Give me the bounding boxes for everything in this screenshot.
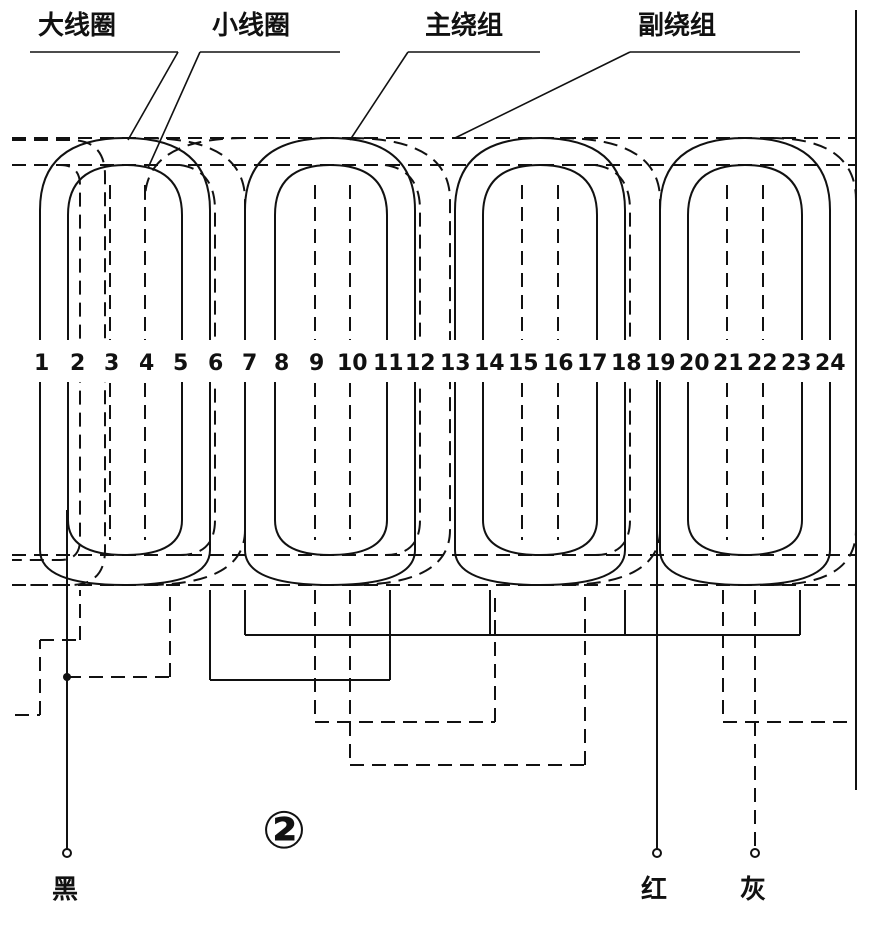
- slot-number: 6: [208, 351, 223, 376]
- slot-number: 20: [679, 351, 710, 376]
- slot-number: 1: [34, 351, 49, 376]
- slot-number: 19: [645, 351, 676, 376]
- slot-number: 12: [405, 351, 436, 376]
- slot-number: 14: [474, 351, 505, 376]
- terminal-red: [652, 848, 662, 858]
- lead-label-grey: 灰: [740, 875, 766, 905]
- connection-wires: [15, 380, 856, 850]
- slot-number: 21: [713, 351, 744, 376]
- slot-numbers: 1 2 3 4 5 6 7 8 9 10 11 12 13 14 15 16 1…: [34, 351, 846, 376]
- slot-number: 17: [577, 351, 608, 376]
- figure-number: ②: [262, 801, 306, 861]
- slot-number: 8: [274, 351, 289, 376]
- label-big-coil: 大线圈: [38, 11, 116, 41]
- slot-number: 10: [337, 351, 368, 376]
- slot-number: 7: [242, 351, 257, 376]
- terminal-black: [62, 848, 72, 858]
- label-leader-lines: [30, 51, 800, 169]
- slot-number: 16: [543, 351, 574, 376]
- lead-label-red: 红: [641, 874, 667, 905]
- slot-number: 3: [104, 351, 119, 376]
- terminal-grey: [750, 848, 760, 858]
- slot-number: 13: [440, 351, 471, 376]
- slot-number: 24: [815, 351, 846, 376]
- slot-number: 5: [173, 351, 188, 376]
- slot-number: 4: [139, 351, 154, 376]
- slot-number: 11: [373, 351, 404, 376]
- lead-label-black: 黑: [52, 875, 78, 905]
- label-main-winding: 主绕组: [425, 10, 503, 41]
- slot-number: 15: [508, 351, 539, 376]
- slot-number: 22: [747, 351, 778, 376]
- slot-number-band: [20, 340, 850, 382]
- slot-number: 18: [611, 351, 642, 376]
- slot-number: 23: [781, 351, 812, 376]
- slot-number: 2: [70, 351, 85, 376]
- slot-number: 9: [309, 351, 324, 376]
- label-small-coil: 小线圈: [212, 11, 290, 41]
- label-aux-winding: 副绕组: [638, 10, 716, 41]
